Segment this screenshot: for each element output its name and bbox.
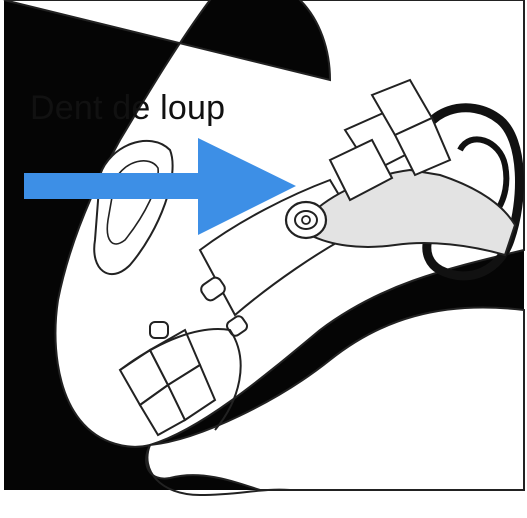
band-notch-3 (150, 322, 168, 338)
wolf-tooth-label: Dent de loup (30, 88, 225, 128)
wolf-tooth (286, 202, 326, 238)
